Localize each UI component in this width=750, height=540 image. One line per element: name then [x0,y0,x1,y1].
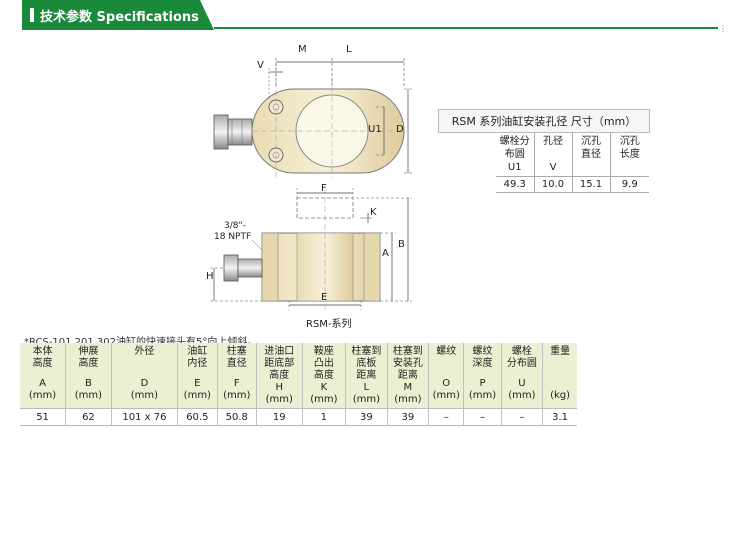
header-underline [214,27,718,29]
spec-value-o: – [428,408,465,426]
rsm-value-cell: 9.9 [610,176,649,193]
spec-value-h: 19 [256,408,303,426]
header-dots-icon: ⋮ [719,24,728,33]
drawing-caption: RSM-系列 [306,319,352,330]
rsm-value-cell: 15.1 [572,176,611,193]
rsm-table-caption: RSM 系列油缸安装孔径 尺寸（mm） [438,109,650,133]
header-title: 技术参数 Specifications [40,10,199,25]
spec-value-e: 60.5 [177,408,218,426]
spec-header-weight: 重量 (kg) [542,343,577,409]
spec-value-d: 101 x 76 [111,408,179,426]
spec-value-k: 1 [302,408,347,426]
spec-value-row: 51 62 101 x 76 60.5 50.8 19 1 39 39 – – … [20,408,577,426]
spec-value-f: 50.8 [217,408,257,426]
dim-label-a: A [382,248,389,259]
dim-label-k: K [370,207,377,218]
spec-value-b: 62 [65,408,112,426]
top-fitting-body [227,118,253,146]
rsm-header-cell: 沉孔长度 [619,136,640,160]
dim-label-f: F [321,183,327,194]
top-plunger [295,94,369,168]
dim-label-h: H [206,271,214,282]
dim-label-u1: U1 [368,124,382,135]
dim-label-d: D [396,124,404,135]
dim-label-v: V [257,60,264,71]
dim-label-e: E [321,292,328,303]
spec-value-p: – [463,408,502,426]
side-fitting-nut [223,254,239,282]
dim-label-m: M [298,44,307,55]
top-view [213,58,412,178]
spec-value-l: 39 [345,408,388,426]
rsm-header-cell: 沉孔直径 [572,133,611,177]
dim-label-l: L [346,44,352,55]
side-view [210,188,412,310]
fitting-note: *RCS-101,201,302油缸的快速接头有5°向上倾斜。 [24,333,257,348]
spec-value-weight: 3.1 [542,408,577,426]
spec-value-a: 51 [20,408,67,426]
header-bar-icon [30,8,34,22]
side-fitting-body [237,258,263,278]
header-tab: 技术参数 Specifications [22,0,214,30]
spec-value-u: – [501,408,544,426]
dim-label-b: B [398,239,405,250]
spec-value-m: 39 [387,408,430,426]
cylinder-drawing-svg [210,58,412,310]
port-label-line1: 3/8"- [224,221,246,231]
rsm-value-cell: 49.3 [496,176,535,193]
rsm-value-cell: 10.0 [534,176,573,193]
top-fitting-nut [213,114,229,150]
port-label-line2: 18 NPTF [214,232,252,242]
cylinder-drawing: V M L U1 D F K A B H E 3/8"- 18 NPTF RSM… [180,38,420,330]
section-header: 技术参数 Specifications ⋮ [22,0,728,33]
